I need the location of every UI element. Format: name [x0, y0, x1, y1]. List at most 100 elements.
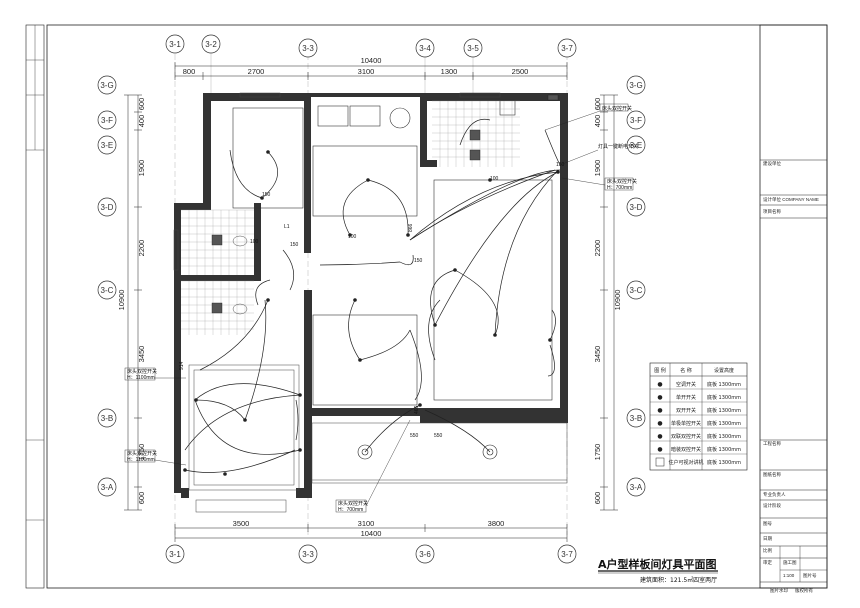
dim-right-3: 2200 [593, 240, 602, 257]
axis-top-1: 3-2 [205, 40, 217, 49]
tb-design-unit: 设计单位 COMPANY NAME [763, 196, 819, 203]
axis-top-5: 3-7 [561, 44, 573, 53]
light-points [183, 150, 560, 476]
legend-row-4-name: 双联双控开关 [671, 433, 701, 440]
dim-left-4: 3450 [137, 346, 146, 363]
svg-text:灯具一键断电开关: 灯具一键断电开关 [598, 143, 638, 150]
callout-switch-left-a: 床头双控开关 H：1100mm [124, 367, 186, 381]
svg-text:床头双控开关: 床头双控开关 [127, 450, 157, 457]
legend-row-2-height: 底板 1300mm [707, 407, 741, 414]
callout-switch-left-b: 床头双控开关 H：1100mm [124, 449, 187, 466]
callout-switch-power: 灯具一键断电开关 [559, 143, 638, 166]
dim-left-0: 600 [137, 98, 146, 111]
tb-stage: 设计阶段 [763, 502, 781, 509]
legend-row-3-height: 底板 1300mm [707, 420, 741, 427]
legend-row-1-height: 底板 1300mm [707, 394, 741, 401]
bathroom-tiles [181, 100, 520, 335]
dim-label-914: 914 [179, 361, 185, 370]
legend-symbols: ● ● ● ● ● ● [655, 381, 665, 467]
tb-sheet-no: 图片号 [803, 572, 817, 579]
dim-top-1: 2700 [248, 67, 265, 76]
dim-label-100c: 100 [490, 176, 499, 182]
dim-top-2: 3100 [358, 67, 375, 76]
legend-header-name: 名 称 [680, 367, 692, 374]
dim-top-0: 800 [183, 67, 196, 76]
intercom-icon [655, 457, 665, 467]
legend-row-0-name: 空调开关 [676, 381, 696, 388]
dual-control-switch-icon: ● [657, 433, 662, 440]
dim-right-4: 3450 [593, 346, 602, 363]
legend-row-5-name: 暗装双控开关 [671, 446, 701, 453]
dim-bottom-0: 3500 [233, 519, 250, 528]
tb-approve: 审定 [763, 559, 772, 566]
legend-table: 图 例 名 称 设置高度 ● ● ● ● ● ● 空调开关 底板 1300mm … [649, 362, 748, 471]
tb-date: 日期 [763, 536, 772, 542]
dim-left-total: 10900 [117, 290, 126, 311]
drawing-title: A户型样板间灯具平面图 [598, 557, 717, 571]
axis-bottom-3: 3-7 [561, 550, 573, 559]
point-label-l1: L1 [284, 224, 290, 230]
dim-top-3: 1300 [441, 67, 458, 76]
dim-right-2: 1900 [593, 160, 602, 177]
dim-label-100a: 100 [348, 234, 357, 240]
axis-top-4: 3-5 [467, 44, 479, 53]
axis-left-0: 3-G [100, 81, 113, 90]
dimensions-left [124, 94, 142, 511]
dim-label-550b: 550 [434, 433, 443, 439]
single-pole-switch-icon: ● [657, 420, 662, 427]
callout-switch-h700: 床头双控开关 H：700mm [561, 177, 637, 191]
ceiling-lights [357, 444, 498, 460]
tb-phase-value: 施工图 [783, 559, 797, 566]
axis-top-3: 3-4 [419, 44, 431, 53]
legend-row-4-height: 底板 1300mm [707, 433, 741, 440]
legend-row-0-height: 底板 1300mm [707, 381, 741, 388]
dim-right-6: 600 [593, 492, 602, 505]
axis-bottom-2: 3-6 [419, 550, 431, 559]
axis-bottom-1: 3-3 [302, 550, 314, 559]
svg-text:H：1100mm: H：1100mm [127, 457, 155, 463]
double-switch-icon: ● [657, 407, 662, 414]
tb-footer-rights: 版权所有 [795, 587, 813, 594]
dim-label-150c: 150 [414, 258, 423, 264]
legend-row-6-height: 底板 1300mm [707, 459, 741, 466]
tb-construction-unit: 建设单位 [763, 160, 781, 167]
dim-top-4: 2500 [512, 67, 529, 76]
axis-top: 3-1 3-2 3-3 3-4 3-5 3-7 [165, 34, 577, 535]
concealed-switch-icon: ● [657, 446, 662, 453]
axis-bottom-0: 3-1 [169, 550, 181, 559]
dim-label-100b: 100 [250, 239, 259, 245]
axis-right-0: 3-G [629, 81, 642, 90]
dim-right-1: 400 [593, 115, 602, 128]
dim-left-6: 600 [137, 492, 146, 505]
dim-label-550a: 550 [410, 433, 419, 439]
axis-right-4: 3-C [630, 286, 643, 295]
svg-text:H：700mm: H：700mm [607, 185, 632, 191]
dim-left-2: 1900 [137, 160, 146, 177]
fixtures [211, 94, 559, 315]
dimensions-right [600, 94, 618, 511]
axis-left-5: 3-B [101, 414, 113, 423]
legend-row-1-name: 单开开关 [676, 394, 696, 401]
tb-scale: 比例 [763, 547, 772, 554]
axis-right: 3-G 3-F 3-E 3-D 3-C 3-B 3-A [626, 75, 646, 497]
ac-switch-icon: ● [657, 381, 662, 388]
tb-lead: 专业负责人 [763, 491, 786, 498]
svg-text:H：1100mm: H：1100mm [127, 375, 155, 381]
axis-left-6: 3-A [101, 483, 114, 492]
legend-row-2-name: 双开开关 [676, 407, 696, 414]
dim-label-150a: 150 [262, 192, 271, 198]
axis-top-2: 3-3 [302, 44, 314, 53]
callout-switch-top: 床头双控开关 [544, 103, 632, 131]
dim-right-total: 10900 [613, 290, 622, 311]
axis-left-4: 3-C [101, 286, 114, 295]
title-block: 建设单位 设计单位 COMPANY NAME 项目名称 工程名称 图纸名称 专业… [759, 24, 828, 594]
dim-right-5: 1750 [593, 444, 602, 461]
axis-left-3: 3-D [101, 203, 114, 212]
svg-text:H：700mm: H：700mm [338, 507, 363, 513]
axis-right-3: 3-D [630, 203, 643, 212]
wiring [184, 118, 561, 473]
axis-left-2: 3-E [101, 141, 113, 150]
legend-row-6-name: 住户可视对讲机 [668, 459, 703, 466]
furniture [232, 99, 553, 406]
